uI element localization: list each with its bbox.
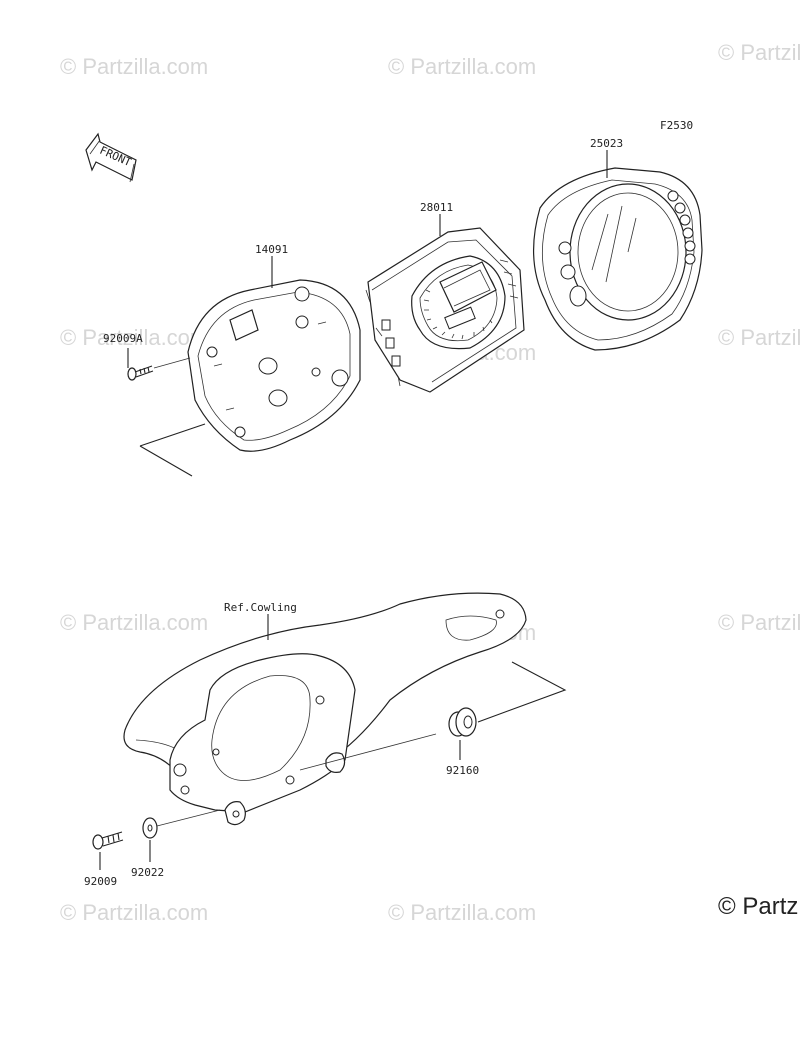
callout-92022: 92022 [131,866,164,879]
grommet-92160 [299,661,567,771]
watermark: © Partzilla.com [60,610,208,635]
watermark: © Partzilla.com [60,54,208,79]
callout-ref-cowling: Ref.Cowling [224,601,297,614]
front-arrow-icon: FRONT [85,132,137,183]
callout-28011: 28011 [420,201,453,214]
callout-25023: 25023 [590,137,623,150]
washer-92022 [142,809,221,862]
meter-cover-25023 [533,150,703,351]
watermark: © Partzilla.com [388,54,536,79]
watermark: © Partzilla.com [388,900,536,925]
screw-92009A [127,348,191,381]
meter-assembly-28011 [365,214,525,393]
watermark: © Partzilla.com [718,40,800,65]
bolt-92009 [92,831,124,870]
meter-case-14091 [187,256,361,452]
watermark: © Partzilla.com [718,325,800,350]
watermarks: © Partzilla.com © Partzilla.com © Partzi… [60,40,800,925]
watermark: © Partzilla.com [60,325,208,350]
callout-92009A: 92009A [103,332,143,345]
figure-code: F2530 [660,119,693,132]
cowling [123,592,527,826]
watermark-corner: © Partz [718,893,798,920]
watermark: © Partzilla.com [60,900,208,925]
watermark: © Partzilla.com [718,610,800,635]
callout-14091: 14091 [255,243,288,256]
callout-92009: 92009 [84,875,117,888]
reference-line [477,661,567,723]
reference-line [139,423,206,477]
callout-92160: 92160 [446,764,479,777]
